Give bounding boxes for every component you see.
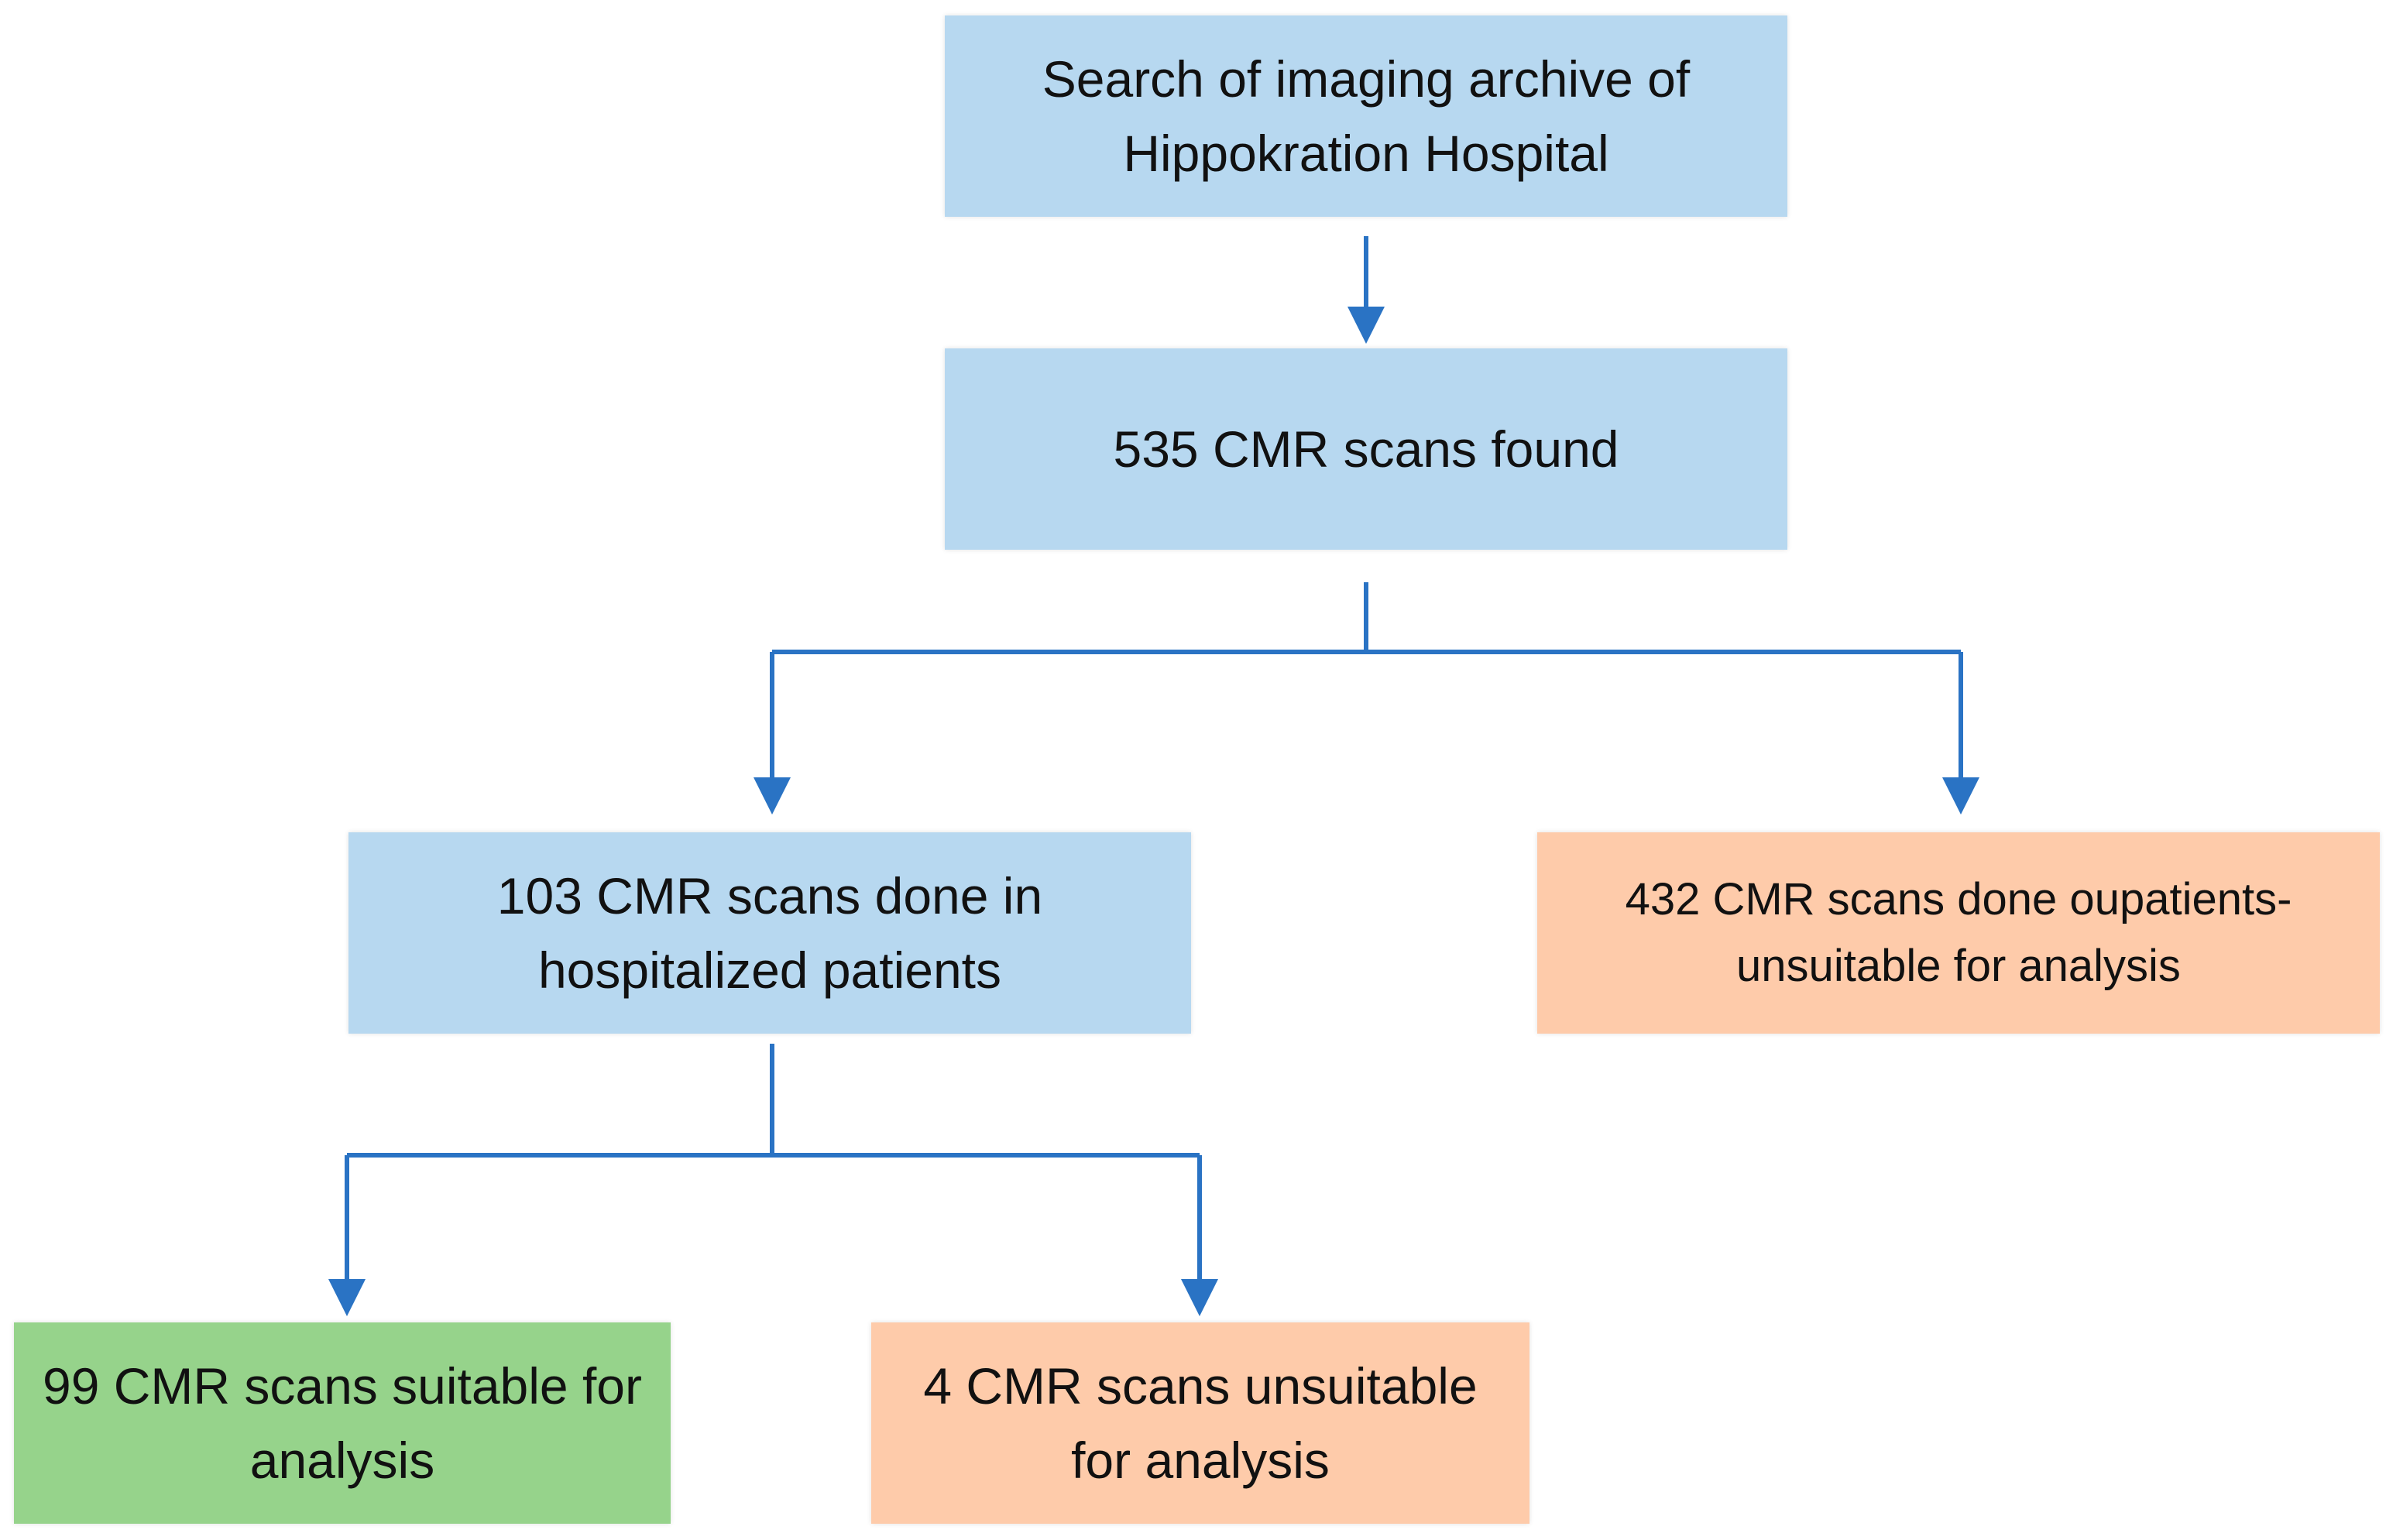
box-hospitalized-scans-label: 103 CMR scans done in hospitalized patie…	[496, 867, 1043, 999]
box-suitable-scans-label: 99 CMR scans suitable for analysis	[43, 1357, 642, 1489]
box-unsuitable-scans: 4 CMR scans unsuitable for analysis	[871, 1322, 1529, 1524]
box-scans-found-label: 535 CMR scans found	[1113, 420, 1619, 478]
box-outpatient-scans-label: 432 CMR scans done oupatients- unsuitabl…	[1625, 874, 2292, 991]
box-unsuitable-scans-label: 4 CMR scans unsuitable for analysis	[923, 1357, 1478, 1489]
box-suitable-scans: 99 CMR scans suitable for analysis	[14, 1322, 671, 1524]
box-hospitalized-scans: 103 CMR scans done in hospitalized patie…	[348, 832, 1191, 1034]
box-outpatient-scans: 432 CMR scans done oupatients- unsuitabl…	[1537, 832, 2380, 1034]
box-archive-search: Search of imaging archive of Hippokratio…	[945, 15, 1787, 217]
box-archive-search-label: Search of imaging archive of Hippokratio…	[1042, 50, 1691, 182]
box-scans-found: 535 CMR scans found	[945, 348, 1787, 550]
